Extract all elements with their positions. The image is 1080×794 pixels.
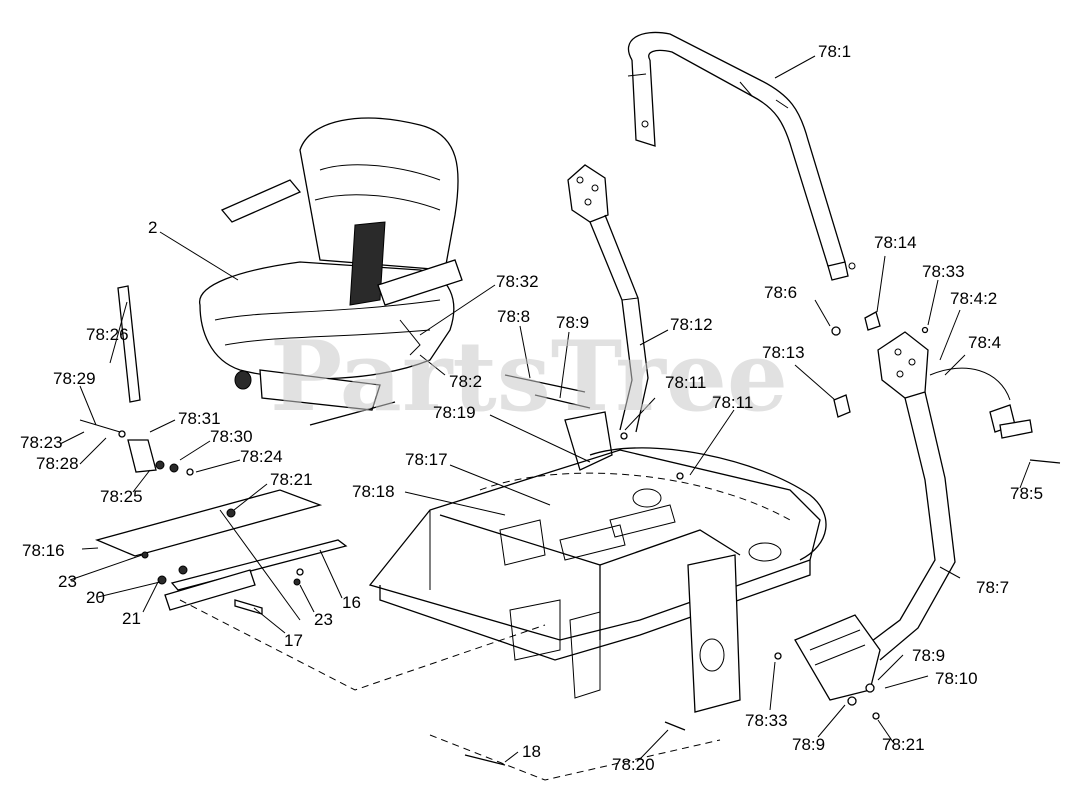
callout-78-29[interactable]: 78:29	[53, 369, 96, 388]
callout-78-31[interactable]: 78:31	[178, 409, 221, 428]
callout-78-6[interactable]: 78:6	[764, 283, 797, 302]
callout-78-1[interactable]: 78:1	[818, 42, 851, 61]
callout-78-21[interactable]: 78:21	[270, 470, 313, 489]
callout-78-33[interactable]: 78:33	[922, 262, 965, 281]
chassis-frame	[368, 447, 827, 713]
callout-78-4-2[interactable]: 78:4:2	[950, 289, 997, 308]
callout-78-12[interactable]: 78:12	[670, 315, 713, 334]
callout-78-18[interactable]: 78:18	[352, 482, 395, 501]
seat	[199, 117, 463, 411]
callout-78-24[interactable]: 78:24	[240, 447, 283, 466]
callout-78-16[interactable]: 78:16	[22, 541, 65, 560]
leader-lines	[59, 55, 1031, 781]
watermark: PartsTree	[270, 320, 788, 433]
callout-78-30[interactable]: 78:30	[210, 427, 253, 446]
callout-78-10[interactable]: 78:10	[935, 669, 978, 688]
callout-2[interactable]: 2	[148, 218, 157, 237]
callout-18[interactable]: 18	[522, 742, 541, 761]
callout-78-14[interactable]: 78:14	[874, 233, 917, 252]
callout-20[interactable]: 20	[86, 588, 105, 607]
callout-23[interactable]: 23	[58, 572, 77, 591]
callout-21[interactable]: 21	[122, 609, 141, 628]
callout-78-13[interactable]: 78:13	[762, 343, 805, 362]
callout-78-9[interactable]: 78:9	[556, 313, 589, 332]
callout-78-9[interactable]: 78:9	[912, 646, 945, 665]
callout-78-17[interactable]: 78:17	[405, 450, 448, 469]
callout-78-11[interactable]: 78:11	[665, 373, 706, 392]
callout-78-21[interactable]: 78:21	[882, 735, 925, 754]
callout-78-7[interactable]: 78:7	[976, 578, 1009, 597]
callout-16[interactable]: 16	[342, 593, 361, 612]
rops-hoop	[627, 31, 856, 281]
callout-78-9[interactable]: 78:9	[792, 735, 825, 754]
callout-78-32[interactable]: 78:32	[496, 272, 539, 291]
callout-78-33[interactable]: 78:33	[745, 711, 788, 730]
callout-78-28[interactable]: 78:28	[36, 454, 79, 473]
callout-78-19[interactable]: 78:19	[433, 403, 476, 422]
callout-17[interactable]: 17	[284, 631, 303, 650]
callout-78-25[interactable]: 78:25	[100, 487, 143, 506]
callout-78-2[interactable]: 78:2	[449, 372, 482, 391]
callout-78-20[interactable]: 78:20	[612, 755, 655, 774]
callout-78-8[interactable]: 78:8	[497, 307, 530, 326]
callout-78-26[interactable]: 78:26	[86, 325, 129, 344]
callout-23[interactable]: 23	[314, 610, 333, 629]
right-upright	[794, 331, 956, 701]
callout-labels: 78:1 2 78:14 78:33 78:6 78:4:2 78:32 78:…	[20, 42, 1043, 774]
callout-78-4[interactable]: 78:4	[968, 333, 1001, 352]
seat-rails	[95, 489, 348, 621]
callout-78-11[interactable]: 78:11	[712, 393, 753, 412]
hardware	[296, 311, 1061, 766]
callout-78-5[interactable]: 78:5	[1010, 484, 1043, 503]
callout-78-23[interactable]: 78:23	[20, 433, 63, 452]
